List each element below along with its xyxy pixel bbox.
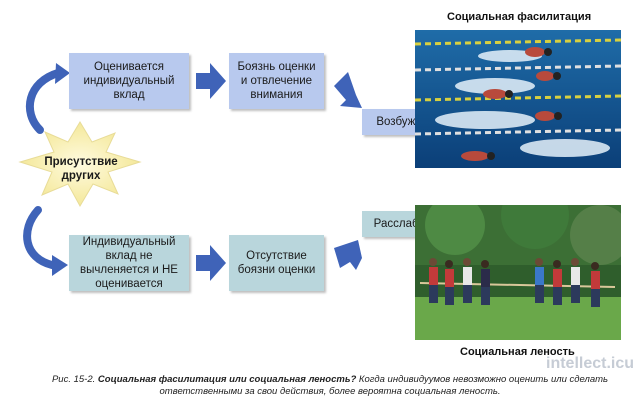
watermark-logo: intellect.icu [546, 355, 635, 372]
box-no-apprehension: Отсутствие боязни оценки [229, 235, 324, 291]
arrow-top-2 [334, 72, 362, 108]
presence-star [18, 121, 142, 208]
curved-arrow-down-head [52, 255, 68, 276]
arrow-top-1 [196, 63, 226, 99]
curved-arrow-down [23, 206, 56, 269]
curved-arrow-up [25, 69, 62, 134]
presence-of-others-label: Присутствие других [44, 156, 118, 182]
box-evaluation-apprehension: Боязнь оценки и отвлечение внимания [229, 53, 324, 109]
arrow-bottom-1 [196, 245, 226, 281]
caption-prefix: Рис. 15-2. [51, 374, 96, 385]
social-loafing-title: Социальная леность [460, 346, 575, 358]
box-evaluated-contribution: Оценивается индивидуальный вклад [69, 53, 189, 109]
arrow-bottom-2 [334, 240, 362, 270]
curved-arrow-up-head [55, 63, 70, 84]
social-facilitation-title: Социальная фасилитация [447, 11, 592, 23]
tug-of-war-photo [415, 205, 621, 340]
swimmers-photo [415, 30, 621, 168]
caption-text: Когда индивидуумов невозможно оценить ил… [159, 374, 609, 397]
caption-title: Социальная фасилитация или социальная ле… [97, 374, 357, 385]
figure-caption: Рис. 15-2. Социальная фасилитация или со… [40, 374, 620, 398]
box-unevaluated-contribution: Индивидуальный вклад не вычленяется и НЕ… [69, 235, 189, 291]
